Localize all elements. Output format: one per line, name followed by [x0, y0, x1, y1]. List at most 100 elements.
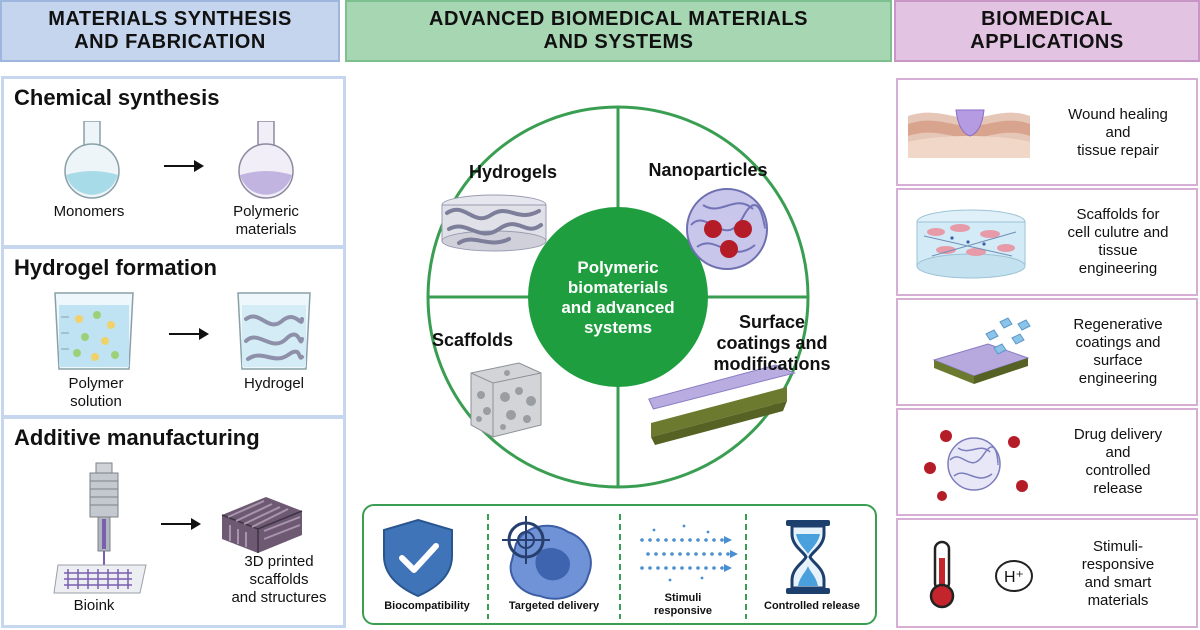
label-line: coatings and — [716, 333, 828, 353]
bioprinter-icon — [53, 462, 147, 594]
label-line: Stimuli — [664, 592, 702, 604]
cell-scaffold-icon — [916, 209, 1026, 279]
porous-scaffold-icon — [470, 362, 542, 438]
core-label: Polymeric biomaterials and advanced syst… — [530, 258, 706, 338]
label-line: Regenerative — [1073, 316, 1163, 333]
label-line: Surface — [738, 312, 806, 332]
label-line: solution — [70, 393, 122, 410]
beaker-solution-icon — [54, 292, 134, 370]
additive-manufacturing-panel: Additive manufacturing Bioink 3D printed… — [1, 416, 346, 628]
app-label: Drug delivery and controlled release — [1040, 426, 1196, 498]
hydrogels-title: Hydrogels — [448, 162, 578, 183]
monomers-label: Monomers — [34, 203, 144, 221]
shield-check-icon — [383, 518, 453, 598]
label-line: Scaffolds for — [1076, 206, 1160, 223]
header-materials-synthesis: MATERIALS SYNTHESIS AND FABRICATION — [0, 0, 340, 62]
ph-badge-text: H⁺ — [1004, 569, 1024, 586]
chemical-synthesis-panel: Chemical synthesis Monomers Polymeric ma… — [1, 76, 346, 248]
header-line: ADVANCED BIOMEDICAL MATERIALS — [429, 8, 808, 30]
coated-surface-icon — [648, 364, 797, 445]
biocompatibility-label: Biocompatibility — [366, 600, 488, 613]
nanoparticles-title: Nanoparticles — [618, 160, 798, 181]
header-line: MATERIALS SYNTHESIS — [48, 8, 292, 30]
label-line: Wound healing — [1068, 106, 1168, 123]
label-line: materials — [235, 221, 297, 238]
label-line: Biocompatibility — [384, 600, 470, 612]
hourglass-icon — [786, 520, 830, 594]
label-line: Polymeric — [577, 258, 659, 277]
label-line: and — [1105, 444, 1131, 461]
coated-surface-icon — [932, 317, 1031, 384]
label-line: Polymer — [68, 375, 124, 392]
arrow-icon — [169, 328, 209, 340]
hydrogel-label: Hydrogel — [224, 375, 324, 393]
app-regenerative-coatings: Regenerative coatings and surface engine… — [896, 298, 1198, 406]
label-line: and structures — [231, 589, 327, 606]
label-line: controlled — [1085, 462, 1151, 479]
header-line: AND FABRICATION — [74, 31, 266, 53]
label-line: systems — [583, 318, 653, 337]
app-label: Scaffolds for cell culutre and tissue en… — [1040, 206, 1196, 278]
beaker-hydrogel-icon — [237, 292, 311, 370]
label-line: biomaterials — [567, 278, 669, 297]
ph-badge-icon: H⁺ — [995, 560, 1033, 592]
drug-nanoparticle-icon — [924, 430, 1028, 501]
target-cell-icon — [502, 516, 592, 600]
label-line: cell culutre and — [1067, 224, 1169, 241]
hydrogel-block-icon — [441, 194, 547, 252]
label-line: engineering — [1078, 260, 1158, 277]
materials-circle-diagram — [426, 105, 810, 489]
header-line: AND SYSTEMS — [543, 31, 694, 53]
label-line: responsive — [1081, 556, 1155, 573]
panel-title: Hydrogel formation — [14, 255, 217, 280]
properties-panel: Biocompatibility Targeted delivery Stimu… — [362, 504, 877, 625]
label-line: Hydrogel — [243, 375, 305, 392]
label-line: Monomers — [53, 203, 125, 220]
label-line: modifications — [713, 354, 831, 374]
app-stimuli-responsive: H⁺ Stimuli- responsive and smart materia… — [896, 518, 1198, 628]
app-label: Regenerative coatings and surface engine… — [1040, 316, 1196, 388]
label-line: Bioink — [73, 597, 115, 614]
targeted-delivery-label: Targeted delivery — [490, 600, 618, 613]
label-line: responsive — [653, 605, 713, 617]
label-line: tissue — [1098, 242, 1138, 259]
app-wound-healing: Wound healing and tissue repair — [896, 78, 1198, 186]
app-label: Wound healing and tissue repair — [1040, 106, 1196, 160]
label-line: and smart — [1084, 574, 1152, 591]
label-line: Hydrogels — [468, 162, 558, 182]
label-line: coatings and — [1075, 334, 1161, 351]
label-line: surface — [1093, 352, 1143, 369]
arrow-icon — [161, 518, 201, 530]
header-line: APPLICATIONS — [970, 31, 1124, 53]
stimuli-responsive-label: Stimuli responsive — [622, 592, 744, 618]
scaffolds-title: Scaffolds — [405, 330, 540, 351]
polymer-solution-label: Polymer solution — [46, 375, 146, 411]
3d-printed-label: 3D printed scaffolds and structures — [209, 553, 349, 607]
header-line: BIOMEDICAL — [981, 8, 1113, 30]
flask-monomers-icon — [64, 121, 120, 199]
printed-scaffold-icon — [221, 497, 303, 553]
label-line: and — [1105, 124, 1131, 141]
label-line: Targeted delivery — [508, 600, 600, 612]
arrow-icon — [164, 160, 204, 172]
label-line: Stimuli- — [1092, 538, 1143, 555]
skin-wound-icon — [908, 109, 1030, 158]
header-advanced-materials: ADVANCED BIOMEDICAL MATERIALS AND SYSTEM… — [345, 0, 892, 62]
app-label: Stimuli- responsive and smart materials — [1040, 538, 1196, 610]
bioink-label: Bioink — [44, 597, 144, 615]
label-line: materials — [1087, 592, 1149, 609]
polymeric-materials-label: Polymeric materials — [216, 203, 316, 239]
label-line: engineering — [1078, 370, 1158, 387]
nanoparticle-icon — [686, 188, 768, 270]
app-drug-delivery: Drug delivery and controlled release — [896, 408, 1198, 516]
label-line: Controlled release — [764, 600, 860, 612]
label-line: 3D printed — [244, 553, 314, 570]
label-line: Polymeric — [233, 203, 299, 220]
app-scaffolds-cell-culture: Scaffolds for cell culutre and tissue en… — [896, 188, 1198, 296]
hydrogel-formation-panel: Hydrogel formation Polymer solution Hydr… — [1, 246, 346, 418]
label-line: and advanced — [561, 298, 675, 317]
label-line: Scaffolds — [431, 330, 514, 350]
dotted-arrows-icon — [640, 524, 738, 582]
controlled-release-label: Controlled release — [748, 600, 876, 613]
label-line: tissue repair — [1077, 142, 1159, 159]
